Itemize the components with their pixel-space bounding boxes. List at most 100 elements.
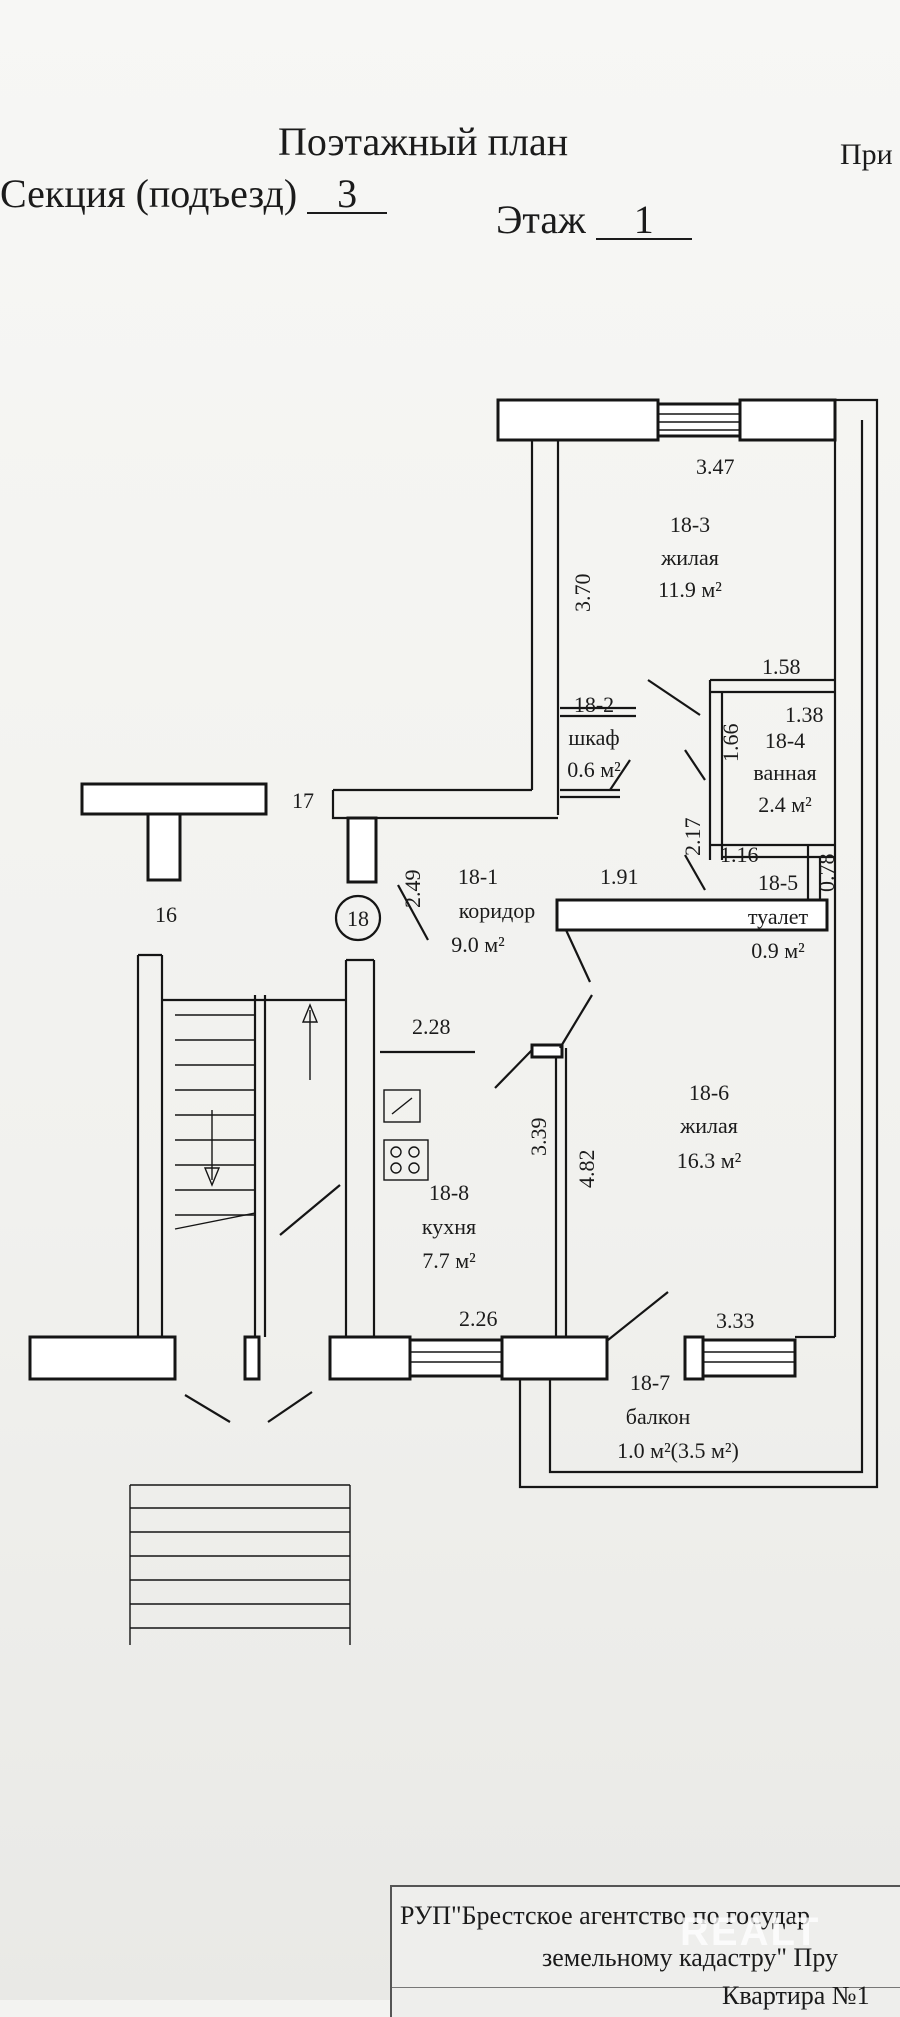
section-line: Секция (подъезд) 3 bbox=[0, 170, 388, 217]
dim-0-78: 0.78 bbox=[814, 854, 839, 893]
door-stop bbox=[530, 1043, 564, 1059]
dim-3-39: 3.39 bbox=[526, 1118, 551, 1157]
stove-icon bbox=[383, 1139, 429, 1181]
room-18-3-area: 11.9 м² bbox=[658, 577, 722, 602]
stair-divider bbox=[253, 995, 267, 1337]
wall-top-left bbox=[496, 398, 660, 442]
sink-icon bbox=[383, 1089, 421, 1123]
kitchen-fixtures bbox=[380, 1050, 475, 1181]
dim-1-38: 1.38 bbox=[785, 702, 824, 727]
room-18-4-id: 18-4 bbox=[765, 728, 805, 753]
walls bbox=[28, 398, 879, 1489]
room-18-1-type: коридор bbox=[459, 898, 536, 923]
door-18-4 bbox=[684, 749, 706, 781]
stair-wall-left bbox=[136, 953, 164, 1337]
room-18-4-area: 2.4 м² bbox=[758, 792, 812, 817]
room-18-8-id: 18-8 bbox=[429, 1180, 469, 1205]
outer-frame-right bbox=[518, 398, 879, 1489]
wardrobe-walls bbox=[560, 706, 636, 799]
dim-1-16: 1.16 bbox=[720, 842, 759, 867]
dim-3-47: 3.47 bbox=[696, 454, 735, 479]
dim-2-28: 2.28 bbox=[412, 1014, 451, 1039]
bathroom-top-wall bbox=[708, 678, 835, 720]
room-18-5-area: 0.9 м² bbox=[751, 938, 805, 963]
corridor-post bbox=[346, 816, 378, 884]
dim-3-70: 3.70 bbox=[570, 574, 595, 613]
dim-1-66: 1.66 bbox=[718, 724, 743, 763]
title-block: РУП"Брестское агентство по государ земел… bbox=[390, 1885, 900, 2017]
room-18-6-type: жилая bbox=[679, 1113, 738, 1138]
room-18-3-id: 18-3 bbox=[670, 512, 710, 537]
neighbor-apartment-17: 17 bbox=[292, 788, 314, 813]
wall-corridor-top bbox=[331, 788, 558, 820]
neighbor-pillar-16 bbox=[146, 812, 182, 882]
room-18-5-type: туалет bbox=[748, 904, 809, 929]
dim-2-17: 2.17 bbox=[680, 818, 705, 857]
dimension-labels: 3.47 3.70 1.58 1.38 1.66 2.17 1.16 0.78 … bbox=[400, 454, 839, 1333]
partition-wc-top bbox=[555, 898, 829, 932]
dim-3-33: 3.33 bbox=[716, 1308, 755, 1333]
dim-2-49: 2.49 bbox=[400, 870, 425, 909]
room-18-7-area: 1.0 м²(3.5 м²) bbox=[617, 1438, 739, 1463]
title-block-rule bbox=[392, 1987, 900, 1988]
door-18-3 bbox=[647, 679, 701, 716]
dim-4-82: 4.82 bbox=[574, 1150, 599, 1189]
bottom-wall-left bbox=[28, 1335, 177, 1381]
room-18-5-id: 18-5 bbox=[758, 870, 798, 895]
room-labels: 18-3 жилая 11.9 м² 18-2 шкаф 0.6 м² 18-4… bbox=[422, 512, 817, 1463]
bottom-post-right bbox=[683, 1335, 705, 1381]
door-wardrobe bbox=[609, 759, 631, 791]
door-kitchen bbox=[494, 1049, 533, 1089]
room-18-3-type: жилая bbox=[660, 545, 719, 570]
room-18-1-id: 18-1 bbox=[458, 864, 498, 889]
doors bbox=[184, 679, 706, 1423]
section-label: Секция (подъезд) bbox=[0, 171, 298, 216]
neighbor-apartment-16: 16 bbox=[155, 902, 177, 927]
wall-kitchen-room bbox=[554, 1048, 568, 1337]
room-18-2-id: 18-2 bbox=[574, 692, 614, 717]
window-top bbox=[656, 402, 742, 438]
wall-top-right bbox=[738, 398, 837, 442]
window-kitchen bbox=[408, 1338, 504, 1378]
apartment-number: 18 bbox=[347, 906, 369, 931]
room-18-8-area: 7.7 м² bbox=[422, 1248, 476, 1273]
room-18-4-type: ванная bbox=[753, 760, 816, 785]
door-18-6 bbox=[559, 994, 593, 1049]
apartment-number-circle bbox=[334, 894, 382, 942]
stair-entry-right bbox=[267, 1391, 313, 1423]
door-stair bbox=[279, 1184, 341, 1236]
floor-value: 1 bbox=[595, 200, 692, 240]
bathroom-walls bbox=[708, 720, 835, 860]
dim-1-58: 1.58 bbox=[762, 654, 801, 679]
floor-label: Этаж bbox=[496, 197, 586, 242]
room-18-2-type: шкаф bbox=[568, 725, 619, 750]
title-block-apartment: Квартира №1 bbox=[722, 1981, 870, 2010]
room-18-8-type: кухня bbox=[422, 1214, 476, 1239]
room-18-7-type: балкон bbox=[626, 1404, 691, 1429]
room-18-1-area: 9.0 м² bbox=[451, 932, 505, 957]
bottom-wall-right bbox=[500, 1335, 609, 1381]
outer-frame-inner bbox=[548, 420, 864, 1474]
room-18-6-area: 16.3 м² bbox=[677, 1148, 742, 1173]
dim-1-91: 1.91 bbox=[600, 864, 639, 889]
plan-title: Поэтажный план bbox=[278, 119, 569, 164]
section-value: 3 bbox=[307, 174, 388, 214]
title-block-dept: земельному кадастру" Пру bbox=[542, 1943, 838, 1972]
window-room bbox=[701, 1338, 797, 1378]
stair-entry-left bbox=[184, 1394, 231, 1423]
door-entry bbox=[397, 884, 429, 941]
bottom-wall-mid bbox=[328, 1335, 412, 1381]
room-18-6-id: 18-6 bbox=[689, 1080, 729, 1105]
room-18-7-id: 18-7 bbox=[630, 1370, 670, 1395]
floor-line: Этаж 1 bbox=[496, 196, 692, 243]
staircase bbox=[129, 1003, 351, 1645]
wall-left-18-3 bbox=[530, 440, 560, 815]
room-18-2-area: 0.6 м² bbox=[567, 757, 621, 782]
realt-watermark: REALT bbox=[680, 1910, 821, 1954]
dim-2-26: 2.26 bbox=[459, 1306, 498, 1331]
title-block-org: РУП"Брестское агентство по государ bbox=[400, 1901, 811, 1930]
door-corridor-18-6 bbox=[565, 929, 591, 983]
corner-text: При bbox=[840, 138, 893, 171]
